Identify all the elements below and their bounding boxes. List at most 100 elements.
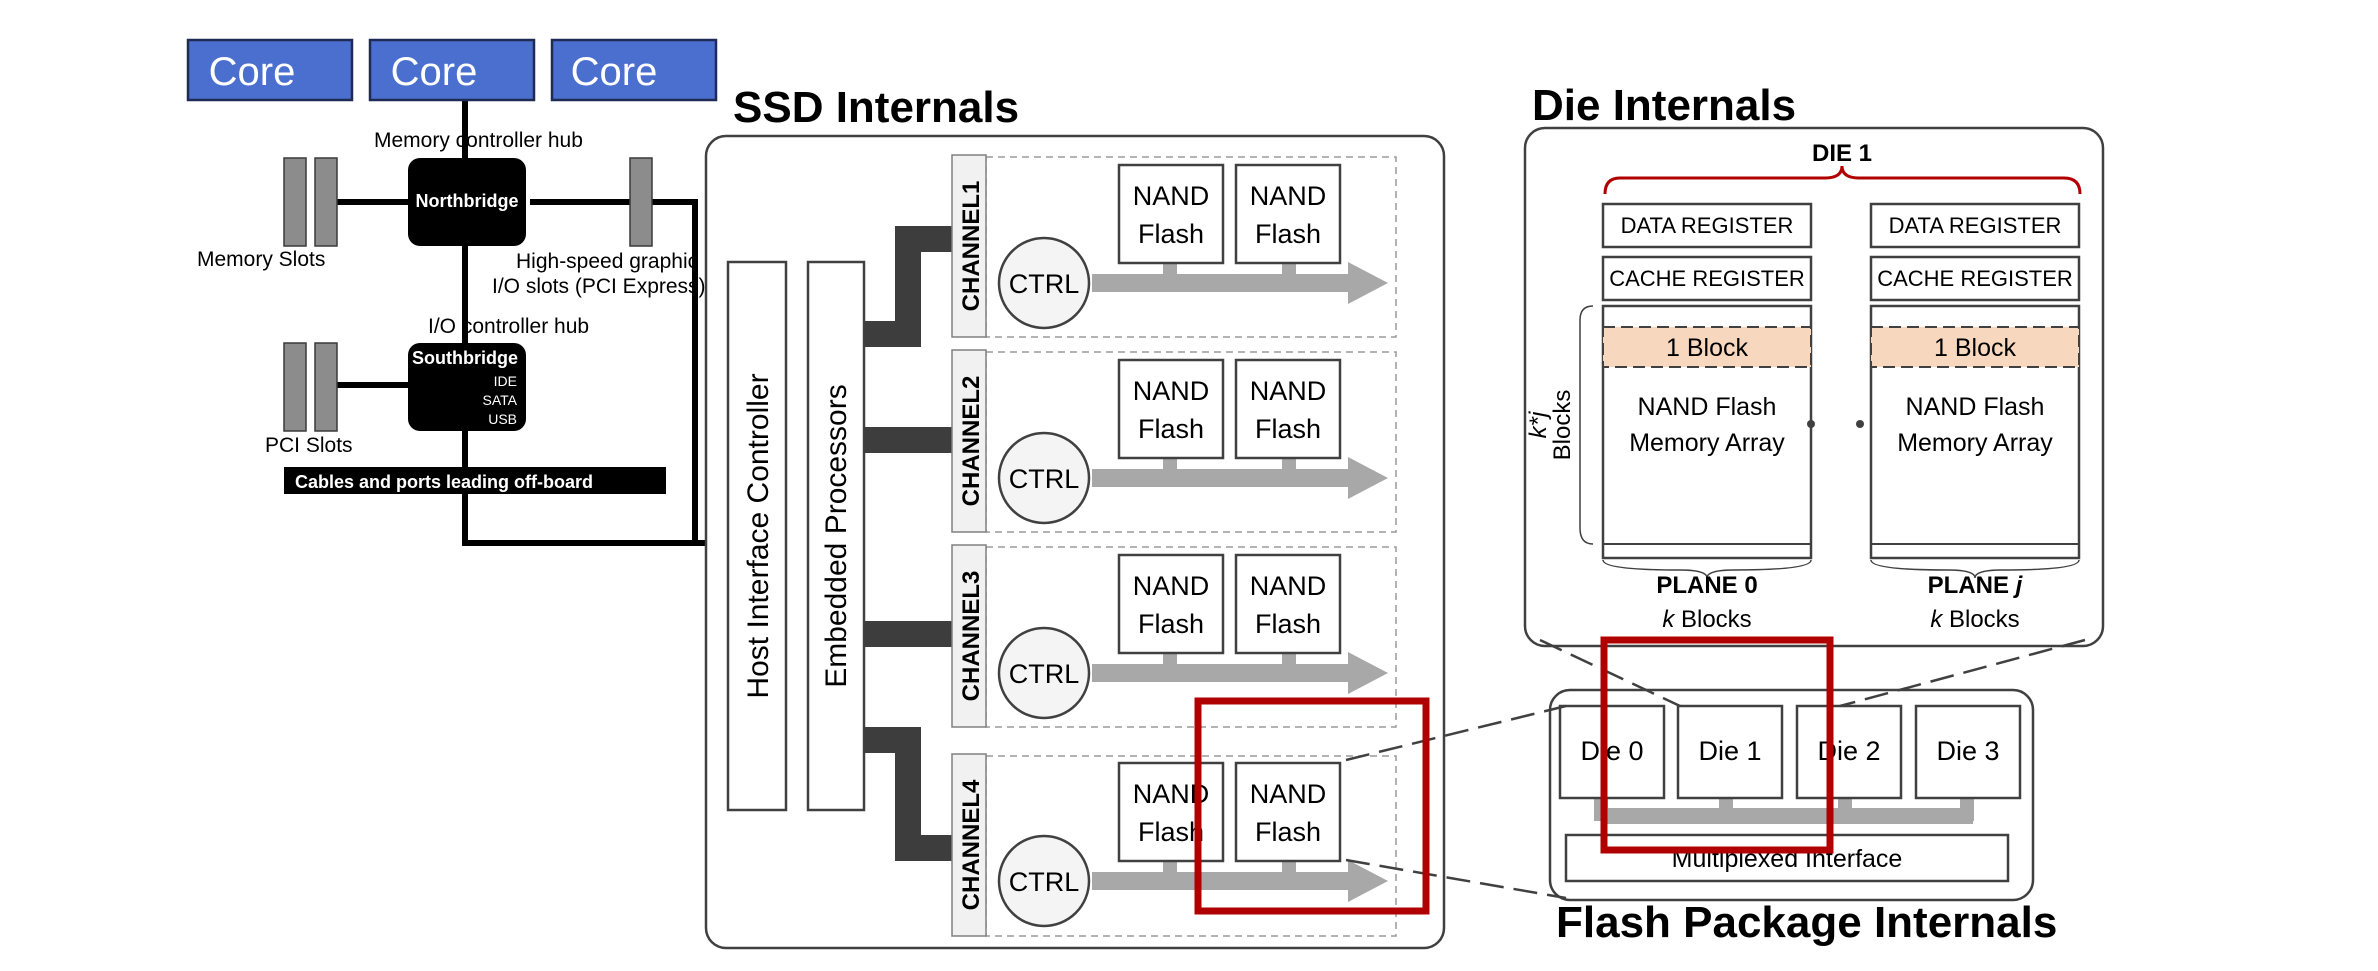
northbridge-chip bbox=[408, 158, 526, 246]
channel-4-nand-2 bbox=[1234, 761, 1342, 863]
side-blocks-label: Blocks bbox=[1549, 390, 1576, 461]
channel-3-nand-1-line2: Flash bbox=[1138, 609, 1204, 639]
ellipsis-dot-2 bbox=[1856, 420, 1864, 428]
channel-4-arrow bbox=[1092, 860, 1388, 902]
bus-channel4 bbox=[864, 727, 952, 861]
channel-1: CHANNEL1 CTRL NAND Flash NAND Flash bbox=[951, 154, 1397, 338]
channel-2-nand-2 bbox=[1234, 358, 1342, 460]
channel-4-nand2-stub bbox=[1282, 860, 1296, 874]
zoom-line-package-top bbox=[1345, 704, 1567, 762]
channel-2-nand2-stub bbox=[1282, 457, 1296, 471]
embedded-processors-label: Embedded Processors bbox=[820, 384, 853, 688]
motherboard-section: Core Core Core Memory controller hub Mem… bbox=[186, 38, 725, 546]
channel-2-nand1-stub bbox=[1163, 457, 1177, 471]
southbridge-chip bbox=[408, 343, 526, 431]
die-1-box bbox=[1676, 704, 1784, 800]
embedded-processors-box bbox=[806, 260, 866, 812]
plane-j-data-register-label: DATA REGISTER bbox=[1889, 213, 2062, 238]
plane-0-data-register-label: DATA REGISTER bbox=[1621, 213, 1794, 238]
plane-0-data-register bbox=[1601, 202, 1813, 249]
channel-1-ctrl bbox=[997, 236, 1091, 330]
die-0-box bbox=[1558, 704, 1666, 800]
channel-2-tab bbox=[951, 349, 987, 533]
bus-channel1 bbox=[864, 226, 952, 347]
channel-1-ctrl-label: CTRL bbox=[1009, 269, 1080, 299]
pci-slot-b bbox=[314, 342, 338, 432]
channel-2: CHANNEL2 CTRL NAND Flash NAND Flash bbox=[951, 349, 1397, 533]
plane-0-cache-register-label: CACHE REGISTER bbox=[1609, 266, 1805, 291]
flash-package-section: Die 0 Die 1 Die 2 Die 3 Multiplexed Inte… bbox=[1548, 688, 2057, 947]
die-1-stub bbox=[1719, 797, 1733, 821]
channel-3-ctrl bbox=[997, 626, 1091, 720]
channel-4-ctrl bbox=[997, 834, 1091, 928]
channel-3-tab bbox=[951, 544, 987, 728]
plane-0-block-label: 1 Block bbox=[1666, 334, 1748, 362]
channel-1-nand-1-line2: Flash bbox=[1138, 219, 1204, 249]
plane-j-cache-register-label: CACHE REGISTER bbox=[1877, 266, 2073, 291]
southbridge-label: Southbridge bbox=[412, 348, 518, 368]
plane-0-block bbox=[1602, 326, 1812, 368]
channel-4-nand-1-line2: Flash bbox=[1138, 817, 1204, 847]
plane-j-array-line2: Memory Array bbox=[1897, 429, 2053, 457]
side-blocks-bracket bbox=[1579, 305, 1594, 545]
channel-2-nand-2-line2: Flash bbox=[1255, 414, 1321, 444]
die-brace bbox=[1603, 165, 2082, 195]
channel-4-nand1-stub bbox=[1163, 860, 1177, 874]
core-label-3: Core bbox=[571, 50, 658, 94]
die-highlight-box bbox=[1600, 636, 1834, 854]
memory-slot-b bbox=[314, 157, 338, 247]
plane-j-block bbox=[1870, 326, 2080, 368]
southbridge-port-usb: USB bbox=[488, 411, 517, 427]
channel-2-ctrl-label: CTRL bbox=[1009, 464, 1080, 494]
southbridge-port-sata: SATA bbox=[483, 392, 518, 408]
host-interface-controller-label: Host Interface Controller bbox=[742, 373, 775, 698]
ssd-internals-title: SSD Internals bbox=[733, 83, 1019, 132]
memory-controller-hub-label: Memory controller hub bbox=[374, 129, 583, 152]
plane-j-cache-register bbox=[1869, 255, 2081, 302]
channel-1-nand2-stub bbox=[1282, 262, 1296, 276]
plane-j-array-line1: NAND Flash bbox=[1906, 393, 2045, 421]
plane-0-array-line1: NAND Flash bbox=[1638, 393, 1777, 421]
plane-j-k: k bbox=[1930, 606, 1944, 633]
core-box-1 bbox=[186, 38, 354, 102]
pci-slots-label: PCI Slots bbox=[265, 434, 353, 457]
flash-package-title: Flash Package Internals bbox=[1556, 898, 2057, 947]
plane-0: DATA REGISTER CACHE REGISTER 1 Block NAN… bbox=[1601, 202, 1813, 633]
plane-j-blocks: k Blocks bbox=[1930, 606, 2019, 633]
channel-2-nand-1 bbox=[1117, 358, 1225, 460]
io-controller-hub-label: I/O controller hub bbox=[428, 315, 589, 338]
die-2-box bbox=[1795, 704, 1903, 800]
channel-4-frame bbox=[985, 755, 1397, 937]
channel-3-nand2-stub bbox=[1282, 652, 1296, 666]
plane-j-var: j bbox=[2013, 572, 2024, 599]
memory-slots-label: Memory Slots bbox=[197, 248, 325, 271]
channel-1-frame bbox=[985, 156, 1397, 338]
channel-3-frame bbox=[985, 546, 1397, 728]
cables-ports-bar bbox=[284, 467, 666, 494]
channel-1-label: CHANNEL1 bbox=[958, 181, 985, 312]
side-kj-label: k*j bbox=[1525, 411, 1552, 438]
channel-3: CHANNEL3 CTRL NAND Flash NAND Flash bbox=[951, 544, 1397, 728]
channel-4-nand-2-line1: NAND bbox=[1250, 779, 1327, 809]
multiplexed-interface-box bbox=[1564, 833, 2010, 883]
core-label-2: Core bbox=[391, 50, 478, 94]
die-3-box bbox=[1914, 704, 2022, 800]
die-internals-section: Die Internals DIE 1 DATA REGISTER CACHE … bbox=[1523, 81, 2105, 648]
zoom-line-package-bottom bbox=[1345, 858, 1567, 900]
channel-2-frame bbox=[985, 351, 1397, 533]
die-label: DIE 1 bbox=[1812, 140, 1872, 167]
nand-highlight-box bbox=[1194, 697, 1430, 915]
memory-slot-a bbox=[283, 157, 307, 247]
channel-3-nand-2-line1: NAND bbox=[1250, 571, 1327, 601]
plane-0-array-line2: Memory Array bbox=[1629, 429, 1785, 457]
graphics-slots-label-line2: I/O slots (PCI Express) bbox=[492, 275, 706, 298]
channel-2-nand-1-line1: NAND bbox=[1133, 376, 1210, 406]
channel-1-tab bbox=[951, 154, 987, 338]
channel-2-label: CHANNEL2 bbox=[958, 376, 985, 507]
die-3-stub bbox=[1960, 797, 1974, 821]
southbridge-to-ssd-wire bbox=[462, 425, 725, 546]
plane-j-label: PLANE j bbox=[1928, 572, 2024, 599]
core-label-1: Core bbox=[209, 50, 296, 94]
channel-3-arrow bbox=[1092, 652, 1388, 694]
